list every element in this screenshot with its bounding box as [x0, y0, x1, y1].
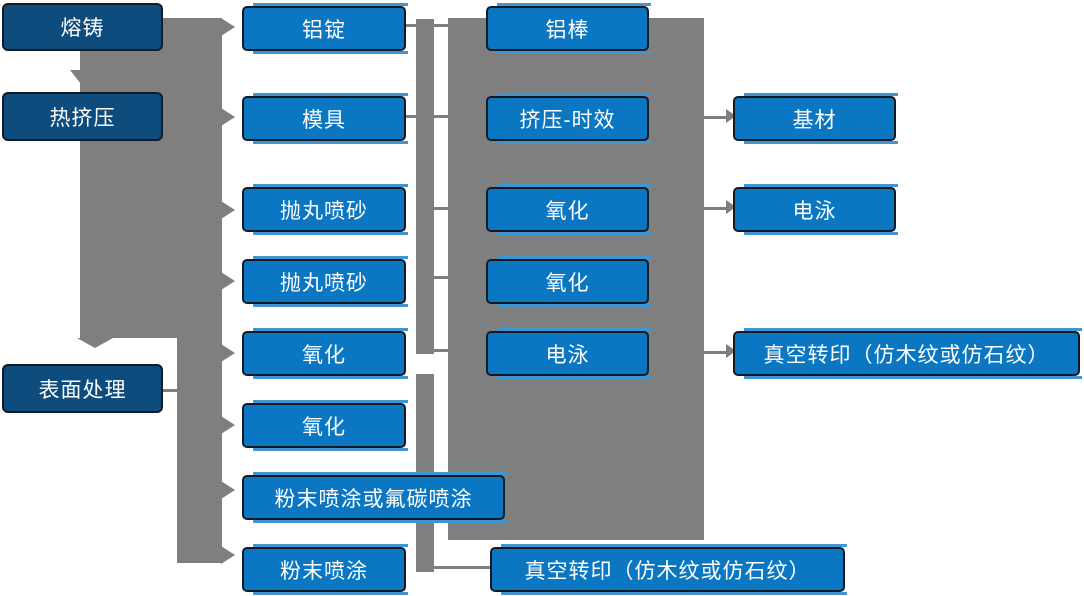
arrow-to-powder-coating: [221, 546, 235, 564]
arrow-down-to-hot-extrusion: [70, 70, 92, 84]
arrow-to-mold: [221, 108, 235, 126]
node-electrophoresis-b: 电泳: [733, 184, 898, 235]
tick-rail-to-band-row5: [434, 349, 448, 352]
tick-rail-to-band-row4: [434, 276, 448, 279]
node-surface-treatment: 表面处理: [2, 364, 163, 413]
node-oxidation-a: 氧化: [242, 328, 408, 379]
tick-surface-treatment-to-band: [163, 389, 177, 392]
arrow-to-oxidation-b: [221, 416, 235, 434]
node-powder-or-fluorocarbon-coating: 粉末喷涂或氟碳喷涂: [242, 472, 507, 523]
node-shot-blasting-1: 抛丸喷砂: [242, 184, 408, 235]
line-to-electrophoresis-b: [704, 207, 726, 210]
node-shot-blasting-2: 抛丸喷砂: [242, 256, 408, 307]
arrow-to-oxidation-a: [221, 344, 235, 362]
node-extrusion-aging: 挤压-时效: [486, 93, 651, 144]
node-oxidation-b: 氧化: [242, 400, 408, 451]
node-powder-coating: 粉末喷涂: [242, 544, 408, 595]
node-substrate: 基材: [733, 93, 898, 144]
arrow-to-vacuum-print-right: [726, 344, 736, 358]
arrow-to-powder-or-fluorocarbon: [221, 481, 235, 499]
node-mold: 模具: [242, 93, 408, 144]
tick-rail-to-band-row3: [434, 207, 448, 210]
arrow-down-to-surface-treatment: [77, 338, 113, 348]
node-oxidation-c: 氧化: [486, 184, 651, 235]
arrow-to-substrate: [726, 109, 736, 123]
node-vacuum-transfer-print-right: 真空转印（仿木纹或仿石纹）: [733, 328, 1082, 379]
connector-main-left-band: [80, 18, 222, 338]
arrow-to-shot-blasting-2: [221, 272, 235, 290]
tick-rail-to-vacuum-print: [434, 566, 490, 569]
line-to-vacuum-print-right: [704, 351, 726, 354]
tick-rail-to-band-row1: [434, 24, 448, 27]
node-aluminum-ingot: 铝锭: [242, 3, 408, 54]
node-hot-extrusion: 热挤压: [2, 92, 163, 141]
arrow-to-aluminum-ingot: [221, 18, 235, 36]
arrow-to-shot-blasting-1: [221, 201, 235, 219]
node-oxidation-d: 氧化: [486, 256, 651, 307]
line-to-substrate: [704, 116, 726, 119]
node-vacuum-transfer-print-bottom: 真空转印（仿木纹或仿石纹）: [490, 544, 847, 595]
tick-mold-to-rail: [406, 115, 416, 118]
node-electrophoresis-a: 电泳: [486, 328, 651, 379]
node-aluminum-rod: 铝棒: [486, 3, 651, 54]
tick-ingot-to-rail: [406, 24, 416, 27]
connector-upper-rail: [416, 19, 434, 354]
node-melting-casting: 熔铸: [2, 3, 163, 51]
connector-lower-left-band: [177, 333, 222, 563]
tick-rail-to-band-row2: [434, 115, 448, 118]
arrow-to-electrophoresis-b: [726, 200, 736, 214]
